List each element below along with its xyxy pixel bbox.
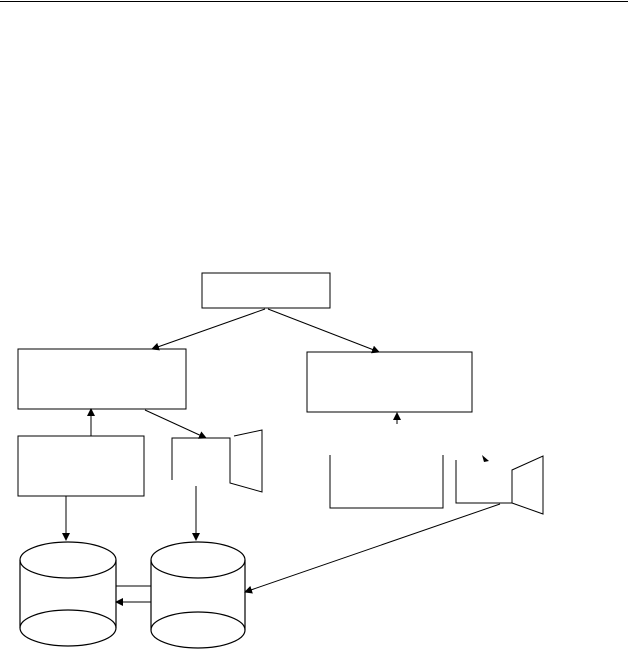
left-box (17, 348, 187, 410)
edge-top-to-right-box (267, 308, 380, 354)
right-box (306, 351, 473, 413)
right-database (150, 541, 246, 649)
edge-left-box-to-left-screen (144, 409, 207, 439)
left-database (19, 541, 117, 647)
right-lower-box (329, 455, 444, 509)
top-box (201, 272, 331, 309)
left-screen (171, 429, 263, 493)
edge-right-screen-to-right-database (244, 503, 501, 594)
edge-top-to-left-box (151, 308, 266, 351)
right-screen (455, 455, 544, 515)
left-lower-box (17, 435, 145, 497)
